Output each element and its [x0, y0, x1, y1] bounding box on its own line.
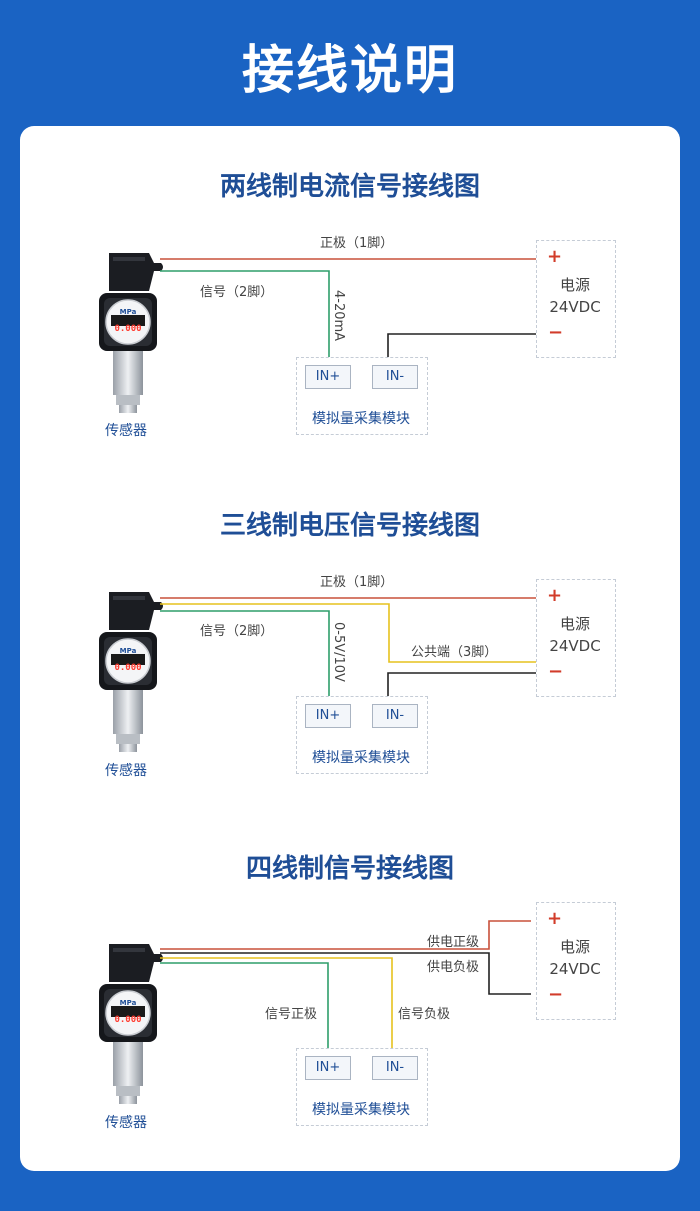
label-signal-pin2: 信号（2脚） [200, 624, 274, 639]
port-in-plus: IN+ [305, 704, 351, 728]
acquisition-module-box [296, 1048, 428, 1126]
port-in-plus: IN+ [305, 365, 351, 389]
power-plus-sign: + [547, 585, 563, 606]
module-label: 模拟量采集模块 [312, 750, 410, 766]
acquisition-module-box [296, 696, 428, 774]
sensor-unit: MPa [120, 999, 137, 1007]
power-plus-sign: + [547, 246, 563, 267]
power-name: 电源 [559, 938, 590, 956]
port-in-minus: IN- [372, 365, 418, 389]
label-positive-pin1: 正极（1脚） [320, 575, 394, 590]
label-supply-positive: 供电正级 [427, 935, 480, 950]
power-voltage: 24VDC [549, 637, 601, 655]
module-label: 模拟量采集模块 [312, 411, 410, 427]
label-signal-pin2: 信号（2脚） [200, 285, 274, 300]
wire-supply-negative-black [160, 952, 531, 995]
power-minus-sign: − [548, 322, 564, 343]
power-minus-sign: − [548, 984, 564, 1005]
power-name: 电源 [559, 615, 590, 633]
power-supply-box [536, 579, 616, 697]
sensor-reading: 0.000 [114, 1015, 141, 1025]
power-voltage: 24VDC [549, 298, 601, 316]
power-minus-sign: − [548, 661, 564, 682]
sensor-reading: 0.000 [114, 324, 141, 334]
power-voltage: 24VDC [549, 960, 601, 978]
section-title-two-wire: 两线制电流信号接线图 [219, 172, 480, 202]
sensor-reading: 0.000 [114, 663, 141, 673]
sensor-unit: MPa [120, 308, 137, 316]
wire-negative-black [387, 333, 536, 357]
section-title-four-wire: 四线制信号接线图 [245, 854, 454, 884]
section-title-three-wire: 三线制电压信号接线图 [219, 511, 480, 541]
label-positive-pin1: 正极（1脚） [320, 236, 394, 251]
label-signal-negative: 信号负极 [398, 1007, 451, 1022]
power-plus-sign: + [547, 908, 563, 929]
port-in-minus: IN- [372, 704, 418, 728]
sensor-label: 传感器 [105, 1115, 147, 1131]
page-title: 接线说明 [241, 41, 458, 101]
label-signal-positive: 信号正极 [265, 1007, 318, 1022]
port-in-plus: IN+ [305, 1056, 351, 1080]
wire-signal-positive-green [160, 962, 329, 1048]
wire-common-yellow [160, 603, 536, 663]
wire-signal-green [160, 270, 330, 357]
label-common-pin3: 公共端（3脚） [411, 645, 498, 660]
label-supply-negative: 供电负极 [427, 960, 480, 975]
wire-signal-green [160, 610, 330, 696]
port-in-minus: IN- [372, 1056, 418, 1080]
power-name: 电源 [559, 276, 590, 294]
wire-negative-black [387, 672, 536, 696]
power-supply-box [536, 240, 616, 358]
sensor-label: 传感器 [105, 763, 147, 779]
power-supply-box [536, 902, 616, 1020]
module-label: 模拟量采集模块 [312, 1102, 410, 1118]
wire-signal-negative-yellow [160, 957, 393, 1048]
sensor-label: 传感器 [105, 423, 147, 439]
acquisition-module-box [296, 357, 428, 435]
sensor-unit: MPa [120, 647, 137, 655]
wire-supply-positive-red [160, 920, 531, 950]
